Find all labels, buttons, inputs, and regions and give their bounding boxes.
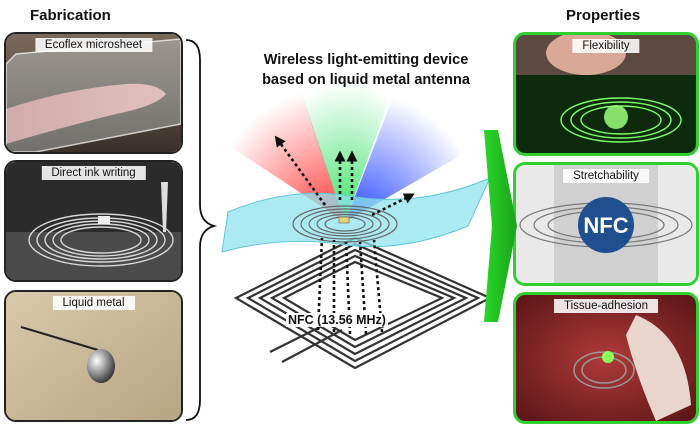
direct-ink-writing-photo: Direct ink writing bbox=[4, 160, 183, 282]
flexibility-label: Flexibility bbox=[572, 39, 640, 53]
green-transition-arrow bbox=[484, 130, 517, 322]
headline-line-2: based on liquid metal antenna bbox=[262, 72, 470, 88]
ecoflex-microsheet-photo: Ecoflex microsheet bbox=[4, 32, 183, 154]
ecoflex-photo-art bbox=[6, 34, 181, 152]
red-emission-arrow bbox=[274, 135, 327, 206]
reader-lead-1 bbox=[269, 321, 331, 353]
stretchability-photo-art: NFC bbox=[516, 165, 696, 283]
flexibility-photo-art bbox=[516, 35, 696, 153]
fabrication-title: Fabrication bbox=[30, 7, 111, 24]
ink-writing-photo-art bbox=[6, 162, 181, 280]
stretchability-label: Stretchability bbox=[563, 169, 649, 183]
receiver-antenna-coil bbox=[292, 205, 398, 243]
reader-lead-2 bbox=[281, 329, 343, 363]
green-light-beam bbox=[300, 81, 392, 222]
liquid-metal-label: Liquid metal bbox=[52, 296, 135, 310]
tissue-adhesion-photo: Tissue-adhesion bbox=[513, 292, 699, 424]
nfc-frequency-label: NFC (13.56 MHz) bbox=[286, 313, 388, 327]
ecoflex-label: Ecoflex microsheet bbox=[34, 38, 153, 52]
tissue-adhesion-photo-art bbox=[516, 295, 696, 421]
headline-line-1: Wireless light-emitting device bbox=[263, 52, 469, 68]
left-brace bbox=[185, 39, 218, 421]
tissue-adhesion-label: Tissue-adhesion bbox=[554, 299, 658, 313]
nfc-logo-text: NFC bbox=[583, 213, 628, 238]
central-headline: Wireless light-emitting device based on … bbox=[216, 50, 516, 90]
liquid-metal-photo-art bbox=[6, 292, 181, 420]
ink-writing-label: Direct ink writing bbox=[41, 166, 146, 180]
flexibility-photo: Flexibility bbox=[513, 32, 699, 156]
led-chip bbox=[338, 216, 350, 224]
stretchability-photo: NFC Stretchability bbox=[513, 162, 699, 286]
blue-emission-arrow bbox=[371, 193, 415, 217]
liquid-metal-photo: Liquid metal bbox=[4, 290, 183, 422]
blue-light-beam bbox=[345, 92, 470, 222]
properties-title: Properties bbox=[566, 7, 641, 24]
